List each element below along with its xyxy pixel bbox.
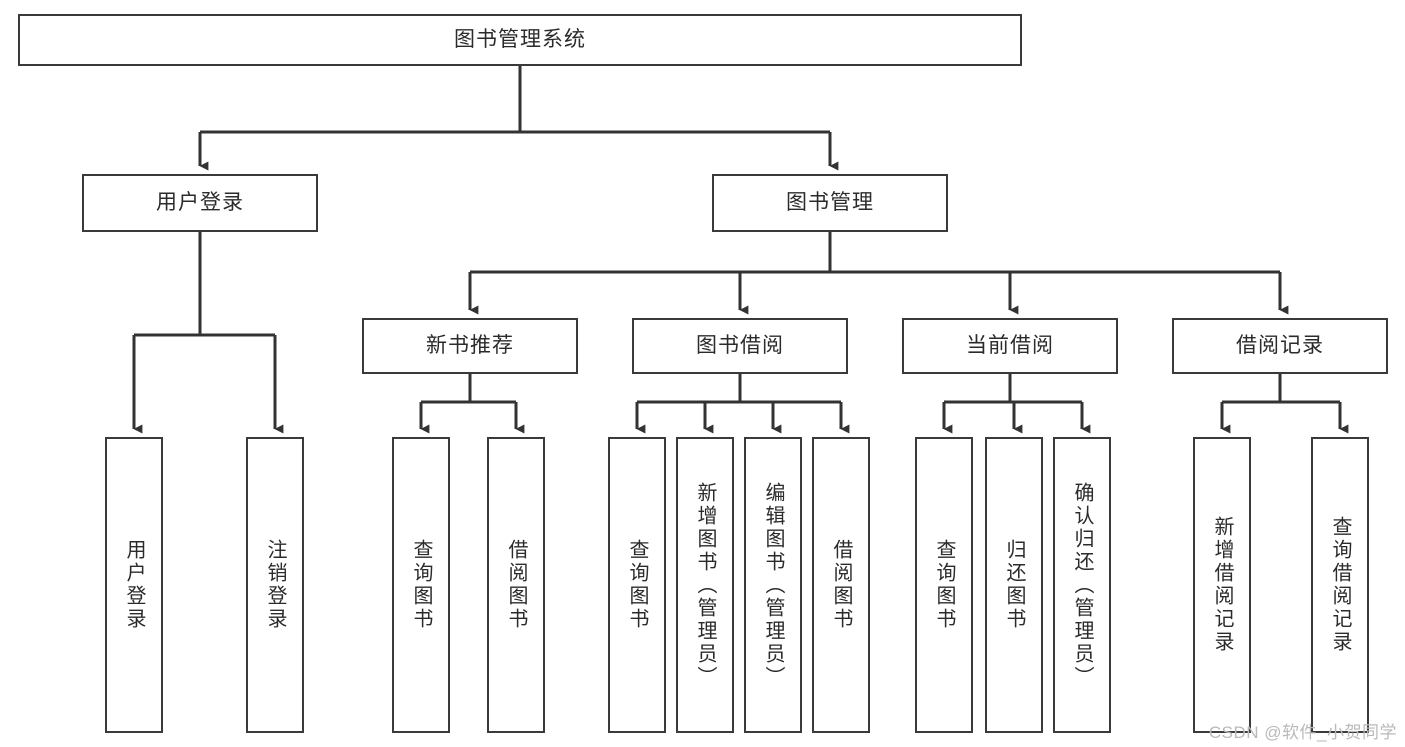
node-borrow-record[interactable]: 借阅记录 <box>1172 318 1388 374</box>
leaf-label: 查询图书 <box>626 539 648 631</box>
leaf-label: 新增图书（管理员） <box>694 481 716 689</box>
leaf-new-book-query-book[interactable]: 查询图书 <box>392 437 450 733</box>
node-user-login[interactable]: 用户登录 <box>82 174 318 232</box>
leaf-label: 注销登录 <box>264 539 286 631</box>
leaf-label: 借阅图书 <box>830 539 852 631</box>
node-book-management[interactable]: 图书管理 <box>712 174 948 232</box>
node-book-borrow-label: 图书借阅 <box>696 334 784 358</box>
leaf-new-book-borrow-book[interactable]: 借阅图书 <box>487 437 545 733</box>
leaf-user-login-login[interactable]: 用户登录 <box>105 437 163 733</box>
leaf-label: 确认归还（管理员） <box>1071 481 1093 689</box>
leaf-label: 借阅图书 <box>505 539 527 631</box>
leaf-label: 查询借阅记录 <box>1329 516 1351 654</box>
node-user-login-label: 用户登录 <box>156 191 244 215</box>
leaf-user-login-logout[interactable]: 注销登录 <box>246 437 304 733</box>
leaf-book-borrow-query-book[interactable]: 查询图书 <box>608 437 666 733</box>
node-book-borrow[interactable]: 图书借阅 <box>632 318 848 374</box>
leaf-label: 归还图书 <box>1003 539 1025 631</box>
leaf-current-borrow-query-book[interactable]: 查询图书 <box>915 437 973 733</box>
leaf-book-borrow-borrow-book[interactable]: 借阅图书 <box>812 437 870 733</box>
node-book-management-label: 图书管理 <box>786 191 874 215</box>
leaf-borrow-record-add-record[interactable]: 新增借阅记录 <box>1193 437 1251 733</box>
node-current-borrow[interactable]: 当前借阅 <box>902 318 1118 374</box>
leaf-current-borrow-return-book[interactable]: 归还图书 <box>985 437 1043 733</box>
node-borrow-record-label: 借阅记录 <box>1236 334 1324 358</box>
csdn-watermark: CSDN @软件_小贺同学 <box>1208 723 1397 742</box>
node-new-book-recommend[interactable]: 新书推荐 <box>362 318 578 374</box>
node-root-book-management-system[interactable]: 图书管理系统 <box>18 14 1022 66</box>
leaf-label: 新增借阅记录 <box>1211 516 1233 654</box>
leaf-book-borrow-edit-book-admin[interactable]: 编辑图书（管理员） <box>744 437 802 733</box>
node-root-label: 图书管理系统 <box>454 28 586 52</box>
leaf-borrow-record-query-record[interactable]: 查询借阅记录 <box>1311 437 1369 733</box>
leaf-label: 编辑图书（管理员） <box>762 481 784 689</box>
leaf-label: 查询图书 <box>933 539 955 631</box>
leaf-label: 查询图书 <box>410 539 432 631</box>
node-new-book-recommend-label: 新书推荐 <box>426 334 514 358</box>
leaf-book-borrow-add-book-admin[interactable]: 新增图书（管理员） <box>676 437 734 733</box>
leaf-label: 用户登录 <box>123 539 145 631</box>
node-current-borrow-label: 当前借阅 <box>966 334 1054 358</box>
leaf-current-borrow-confirm-return-admin[interactable]: 确认归还（管理员） <box>1053 437 1111 733</box>
